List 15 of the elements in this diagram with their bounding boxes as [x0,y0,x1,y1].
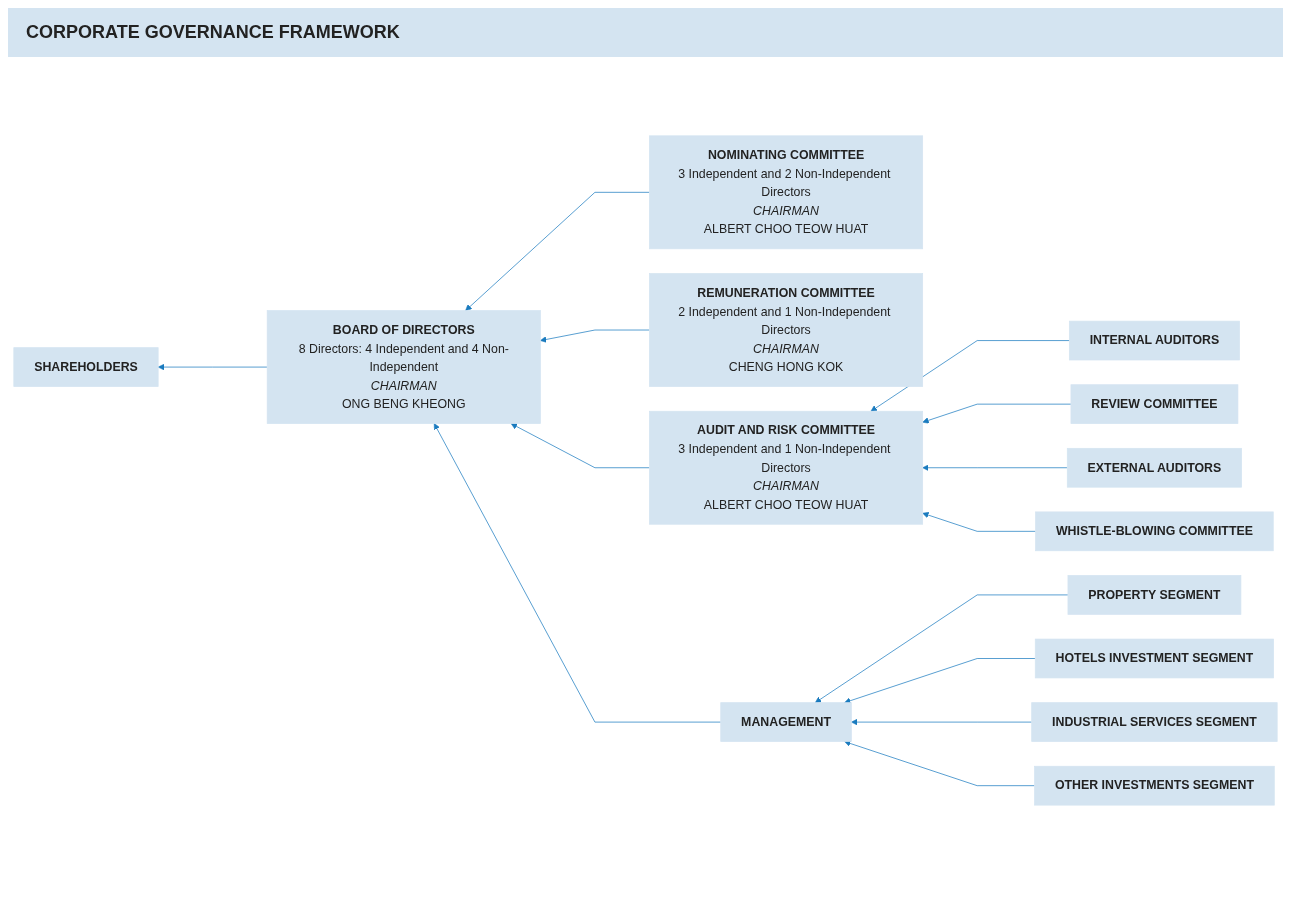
title-banner: CORPORATE GOVERNANCE FRAMEWORK [8,8,1283,57]
node-box: SHAREHOLDERS [13,346,159,387]
node-box: REMUNERATION COMMITTEE 2 Independent and 1 Non-Independent Directors CHAIRMAN CHENG HONG KOK [649,272,924,387]
node-box: MANAGEMENT [720,701,852,742]
node-box: PROPERTY SEGMENT [1067,574,1242,615]
node-box: HOTELS INVESTMENT SEGMENT [1034,638,1274,678]
node-box: INTERNAL AUDITORS [1068,320,1240,360]
node-box: WHISTLE-BLOWING COMMITTEE [1035,511,1274,551]
node-box: AUDIT AND RISK COMMITTEE 3 Independent and 1 Non-Independent Directors CHAIRMAN ALBERT CHOO TEOW HUAT [649,410,924,525]
node-box: NOMINATING COMMITTEE 3 Independent and 2 Non-Independent Directors CHAIRMAN ALBERT CHOO TEOW HUAT [649,135,924,249]
node-box: REVIEW COMMITTEE [1070,383,1239,424]
node-box: BOARD OF DIRECTORS 8 Directors: 4 Independent and 4 Non-Independent CHAIRMAN ONG BENG KHEONG [266,309,541,424]
node-box: EXTERNAL AUDITORS [1066,447,1242,488]
node-box: INDUSTRIAL SERVICES SEGMENT [1031,701,1278,742]
node-box: OTHER INVESTMENTS SEGMENT [1034,765,1275,805]
